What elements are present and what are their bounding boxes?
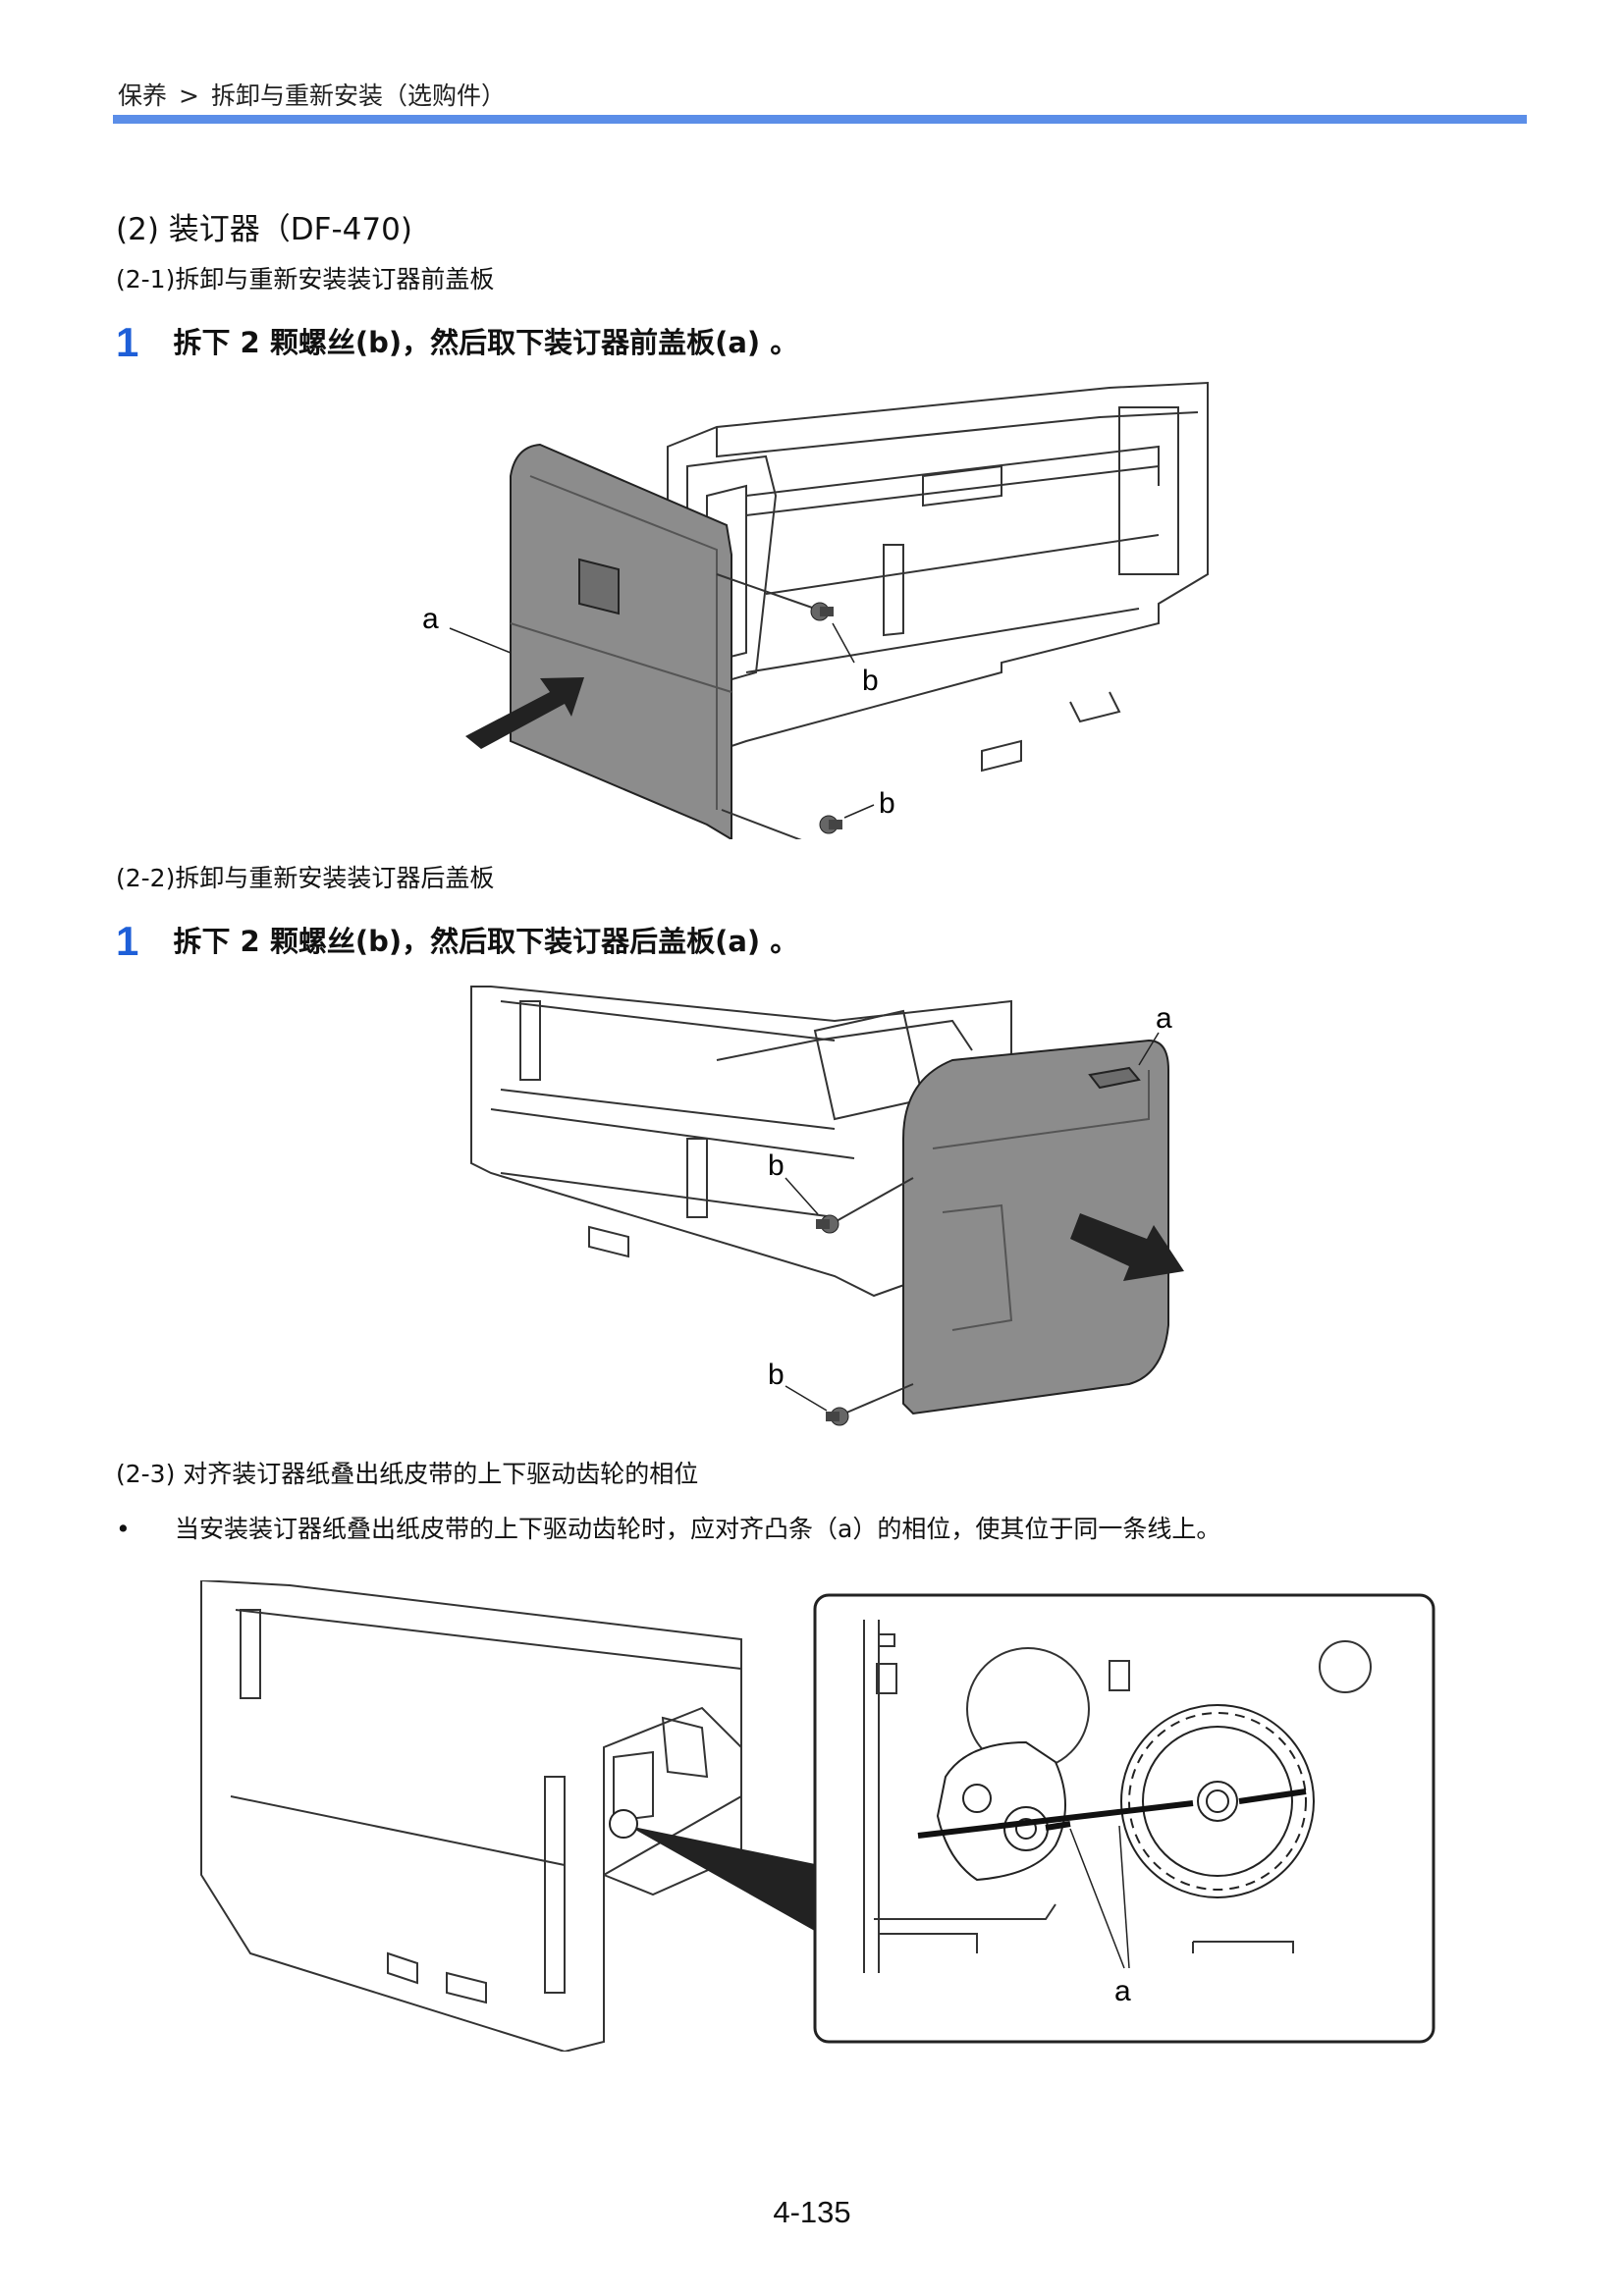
step-text: 拆下 2 颗螺丝(b)，然后取下装订器后盖板(a) 。 [173,925,799,958]
step-text: 拆下 2 颗螺丝(b)，然后取下装订器前盖板(a) 。 [173,326,799,359]
step-row-front: 1 拆下 2 颗螺丝(b)，然后取下装订器前盖板(a) 。 [116,319,798,366]
label-b: b [768,1359,785,1391]
rear-cover-figure: b b a [470,986,1184,1426]
label-b: b [879,787,895,820]
label-a: a [1156,1002,1172,1035]
screw-icon [826,1407,849,1426]
subsection-heading-rear-cover: (2-2)拆卸与重新安装装订器后盖板 [116,864,495,892]
step-number: 1 [116,319,139,365]
label-b: b [862,665,879,697]
screw-icon [819,815,842,834]
screw-icon [816,1214,839,1234]
step-number: 1 [116,918,139,964]
label-a: a [422,603,439,635]
front-cover-figure: a b b [422,381,1209,839]
bullet-item: • 当安装装订器纸叠出纸皮带的上下驱动齿轮时，应对齐凸条（a）的相位，使其位于同一… [116,1510,1220,1545]
label-b: b [768,1149,785,1182]
subsection-heading-front-cover: (2-1)拆卸与重新安装装订器前盖板 [116,265,495,294]
breadcrumb-current: 拆卸与重新安装（选购件） [210,81,506,110]
screw-icon [810,602,834,621]
bullet-mark: • [116,1515,131,1543]
gear-alignment-figure: a [200,1580,1435,2052]
label-a: a [1114,1975,1131,2007]
header-rule [113,115,1527,124]
subsection-heading-gear-phase: (2-3) 对齐装订器纸叠出纸皮带的上下驱动齿轮的相位 [116,1460,699,1488]
section-heading: (2) 装订器（DF-470) [116,212,412,247]
breadcrumb: 保养 > 拆卸与重新安装（选购件） [118,77,506,112]
breadcrumb-separator: > [179,81,199,110]
page-number: 4-135 [773,2195,851,2229]
step-row-rear: 1 拆下 2 颗螺丝(b)，然后取下装订器后盖板(a) 。 [116,918,798,965]
breadcrumb-root: 保养 [118,81,168,110]
bullet-text: 当安装装订器纸叠出纸皮带的上下驱动齿轮时，应对齐凸条（a）的相位，使其位于同一条… [175,1515,1221,1543]
